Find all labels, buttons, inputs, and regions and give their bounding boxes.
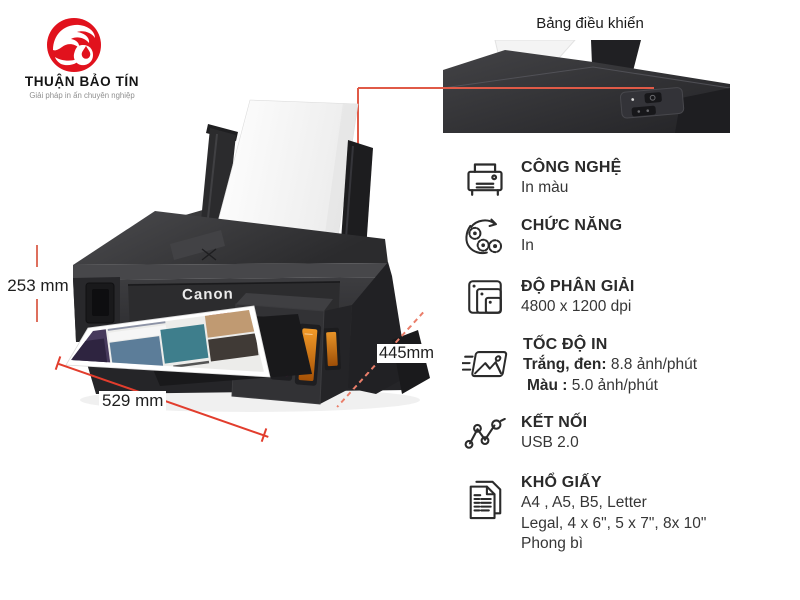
spec-item-print-speed: TỐC ĐỘ IN Trắng, đen: 8.8 ảnh/phút Màu :…: [462, 334, 794, 396]
spec-value: 4800 x 1200 dpi: [521, 298, 632, 315]
printer-icon: [462, 159, 508, 203]
spec-item-functions: CHỨC NĂNG In: [462, 215, 794, 259]
spec-value: Phong bì: [521, 535, 584, 552]
spec-value: Trắng, đen: 8.8 ảnh/phút: [523, 356, 698, 373]
callout-connector-line-horizontal: [358, 87, 654, 89]
spec-title: CÔNG NGHỆ: [521, 159, 622, 176]
spec-item-resolution: ĐỘ PHÂN GIẢI 4800 x 1200 dpi: [462, 276, 794, 318]
phoenix-drop-icon: [47, 18, 101, 72]
spec-value: In: [521, 237, 534, 254]
brand-name: THUẬN BẢO TÍN: [24, 74, 140, 89]
spec-title: KHỔ GIẤY: [521, 474, 602, 491]
printer-top-deck: [73, 211, 388, 265]
spec-value: In màu: [521, 179, 569, 196]
dimension-height-label: 253 mm: [7, 276, 69, 295]
spec-value: USB 2.0: [521, 434, 579, 451]
spec-title: ĐỘ PHÂN GIẢI: [521, 278, 635, 295]
spec-title: CHỨC NĂNG: [521, 217, 623, 234]
callout-label: Bảng điều khiển: [536, 15, 644, 32]
spec-item-connectivity: KẾT NỐI USB 2.0: [462, 412, 794, 454]
paper-size-icon: [462, 476, 508, 522]
brand-tagline: Giải pháp in ấn chuyên nghiệp: [29, 91, 135, 100]
spec-item-paper-size: KHỔ GIẤY A4 , A5, B5, Letter Legal, 4 x …: [462, 472, 794, 555]
dimension-line-height-bottom: [36, 299, 38, 322]
paper-support-right: [341, 140, 373, 250]
control-panel-buttons: [619, 87, 685, 119]
spec-value: A4 , A5, B5, Letter: [521, 494, 647, 511]
printer-image: Canon: [65, 99, 430, 412]
control-panel-closeup-image: [443, 40, 730, 133]
dimension-depth-label: 445mm: [377, 344, 437, 363]
spec-value: Legal, 4 x 6", 5 x 7", 8x 10": [521, 514, 707, 532]
print-speed-icon: [462, 348, 510, 382]
canon-logo-text: Canon: [182, 286, 234, 304]
dimension-line-height-top: [36, 245, 38, 267]
dimension-width-label: 529 mm: [99, 391, 167, 411]
spec-value: Màu : 5.0 ảnh/phút: [527, 376, 658, 394]
connectivity-icon: [462, 418, 508, 450]
spec-title: TỐC ĐỘ IN: [523, 336, 608, 353]
resolution-icon: [462, 276, 508, 318]
spec-title: KẾT NỐI: [521, 414, 588, 431]
functions-icon: [462, 215, 508, 259]
spec-item-technology: CÔNG NGHỆ In màu: [462, 157, 794, 203]
ink-window-side-orange: [326, 331, 338, 367]
